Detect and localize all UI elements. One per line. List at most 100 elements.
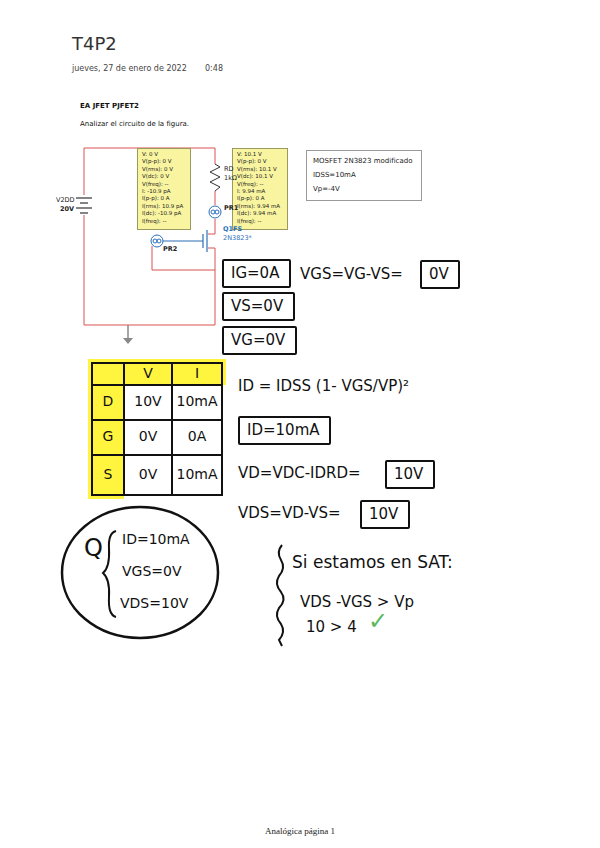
- probe-circle: [211, 210, 215, 214]
- table-cell: 0V: [139, 466, 157, 482]
- node-text: I(rms): 10.9 pA: [142, 203, 186, 210]
- component-value: 20V: [60, 206, 74, 213]
- table-line: [123, 363, 125, 495]
- node-text: V(rms): 0 V: [142, 166, 186, 173]
- node-text: IG=0A: [231, 264, 282, 282]
- node-text: V: 10.1 V: [237, 151, 283, 158]
- gate-wire: [163, 240, 203, 241]
- node-text: I: -10.9 pA: [142, 188, 186, 195]
- probe-circle: [157, 239, 161, 243]
- node-text: V: 0 V: [142, 151, 186, 158]
- node-text: 10V: [369, 505, 401, 523]
- exercise-heading: EA JFET PJFET2: [80, 102, 139, 110]
- node-text: MOSFET 2N3823 modificado: [313, 154, 415, 168]
- node-text: 10V: [394, 465, 426, 483]
- ground-arrow: [123, 338, 133, 344]
- probe-circle: [153, 239, 157, 243]
- table-cell: 0V: [139, 428, 157, 444]
- boxed-result: 10V: [360, 500, 410, 529]
- ground-symbol: [123, 325, 133, 344]
- node-text: V(dc): 0 V: [142, 173, 186, 180]
- boxed-result: VG=0V: [222, 326, 297, 355]
- table-grid: [92, 363, 222, 495]
- battery-plate: [80, 202, 88, 203]
- formula: ID = IDSS (1- VGS/VP)²: [238, 378, 409, 395]
- node-text: I(rms): 9.94 mA: [237, 203, 283, 210]
- probe-circle: [151, 235, 163, 247]
- probe-circle: [215, 210, 219, 214]
- table-line: [92, 454, 222, 456]
- node-text: VS=0V: [231, 297, 286, 315]
- brace: [277, 545, 284, 646]
- battery-plate: [80, 212, 88, 213]
- page-title: T4P2: [72, 34, 117, 55]
- date-text: jueves, 27 de enero de 2022: [72, 64, 187, 73]
- node-text: VGS=0V: [122, 563, 182, 579]
- node-text: I(freq): --: [237, 218, 283, 225]
- node-text: 0V: [429, 265, 451, 283]
- table-line: [92, 384, 222, 386]
- wire: [215, 191, 216, 205]
- node-text: I(p-p): 0 A: [142, 195, 186, 202]
- table-line: [92, 419, 222, 421]
- probe-symbol: [209, 206, 221, 218]
- boxed-result: VS=0V: [222, 292, 295, 321]
- probe-name: PR1: [224, 205, 238, 212]
- brace: [103, 531, 116, 617]
- node-text: I(dc): -10.9 pA: [142, 210, 186, 217]
- table-row-header: D: [103, 393, 114, 409]
- formula: VGS=VG-VS=: [300, 266, 403, 283]
- table-cell: 10V: [134, 393, 161, 409]
- info-box: MOSFET 2N3823 modificadoIDSS=10mAVp=-4V: [306, 150, 422, 201]
- note-heading: Si estamos en SAT:: [292, 553, 453, 573]
- circle-line: [62, 507, 218, 638]
- component-value: 2N3823*: [223, 235, 252, 242]
- check-mark: ✓: [368, 608, 388, 636]
- condition: 10 > 4: [306, 619, 357, 636]
- table-header: V: [143, 365, 153, 381]
- wire: [208, 219, 215, 234]
- formula: VDS=VD-VS=: [238, 505, 341, 522]
- boxed-result: IG=0A: [222, 259, 291, 288]
- battery-plate: [76, 207, 92, 208]
- node-text: V(freq): --: [237, 181, 283, 188]
- wire: [152, 246, 215, 270]
- table-header: I: [195, 365, 199, 381]
- node-text: V(rms): 10.1 V: [237, 166, 283, 173]
- component-name: Q1FS: [223, 226, 242, 233]
- probe-name: PR2: [163, 246, 177, 253]
- probe-readout: V: 10.1 VV(p-p): 0 VV(rms): 10.1 VV(dc):…: [232, 148, 288, 230]
- component-value: 1kΩ: [224, 175, 237, 182]
- node-text: IDSS=10mA: [313, 168, 415, 182]
- battery-symbol: [76, 198, 92, 213]
- node-text: I(freq): --: [142, 218, 186, 225]
- formula: VD=VDC-IDRD=: [238, 465, 361, 482]
- resistor-symbol: [210, 164, 220, 191]
- circuit-wires: [84, 148, 215, 325]
- probe-symbol: [151, 235, 163, 247]
- node-text: VDS=10V: [120, 595, 188, 611]
- node-text: ID=10mA: [122, 531, 190, 547]
- node-text: I(dc): 9.94 mA: [237, 210, 283, 217]
- table-cell: 0A: [188, 428, 206, 444]
- channel: [206, 230, 207, 252]
- table-line: [171, 363, 173, 495]
- battery-plate: [76, 197, 92, 198]
- column-highlight: [88, 359, 124, 499]
- boxed-result: ID=10mA: [238, 416, 331, 445]
- probe-readout: V: 0 VV(p-p): 0 VV(rms): 0 VV(dc): 0 VV(…: [137, 148, 191, 230]
- probe-circle: [209, 206, 221, 218]
- wire: [84, 148, 215, 325]
- table-border: [92, 363, 222, 495]
- condition: VDS -VGS > Vp: [300, 594, 414, 611]
- page-footer: Analógica página 1: [265, 826, 335, 836]
- node-text: ID=10mA: [247, 421, 322, 439]
- node-text: V(freq): --: [142, 181, 186, 188]
- node-text: V(p-p): 0 V: [237, 158, 283, 165]
- node-text: VG=0V: [231, 331, 288, 349]
- table-row-header: G: [103, 428, 114, 444]
- exercise-statement: Analizar el circuito de la figura.: [80, 120, 189, 128]
- component-name: V2DD: [56, 197, 75, 204]
- table-row-header: S: [104, 466, 113, 482]
- table-highlight: [88, 359, 226, 499]
